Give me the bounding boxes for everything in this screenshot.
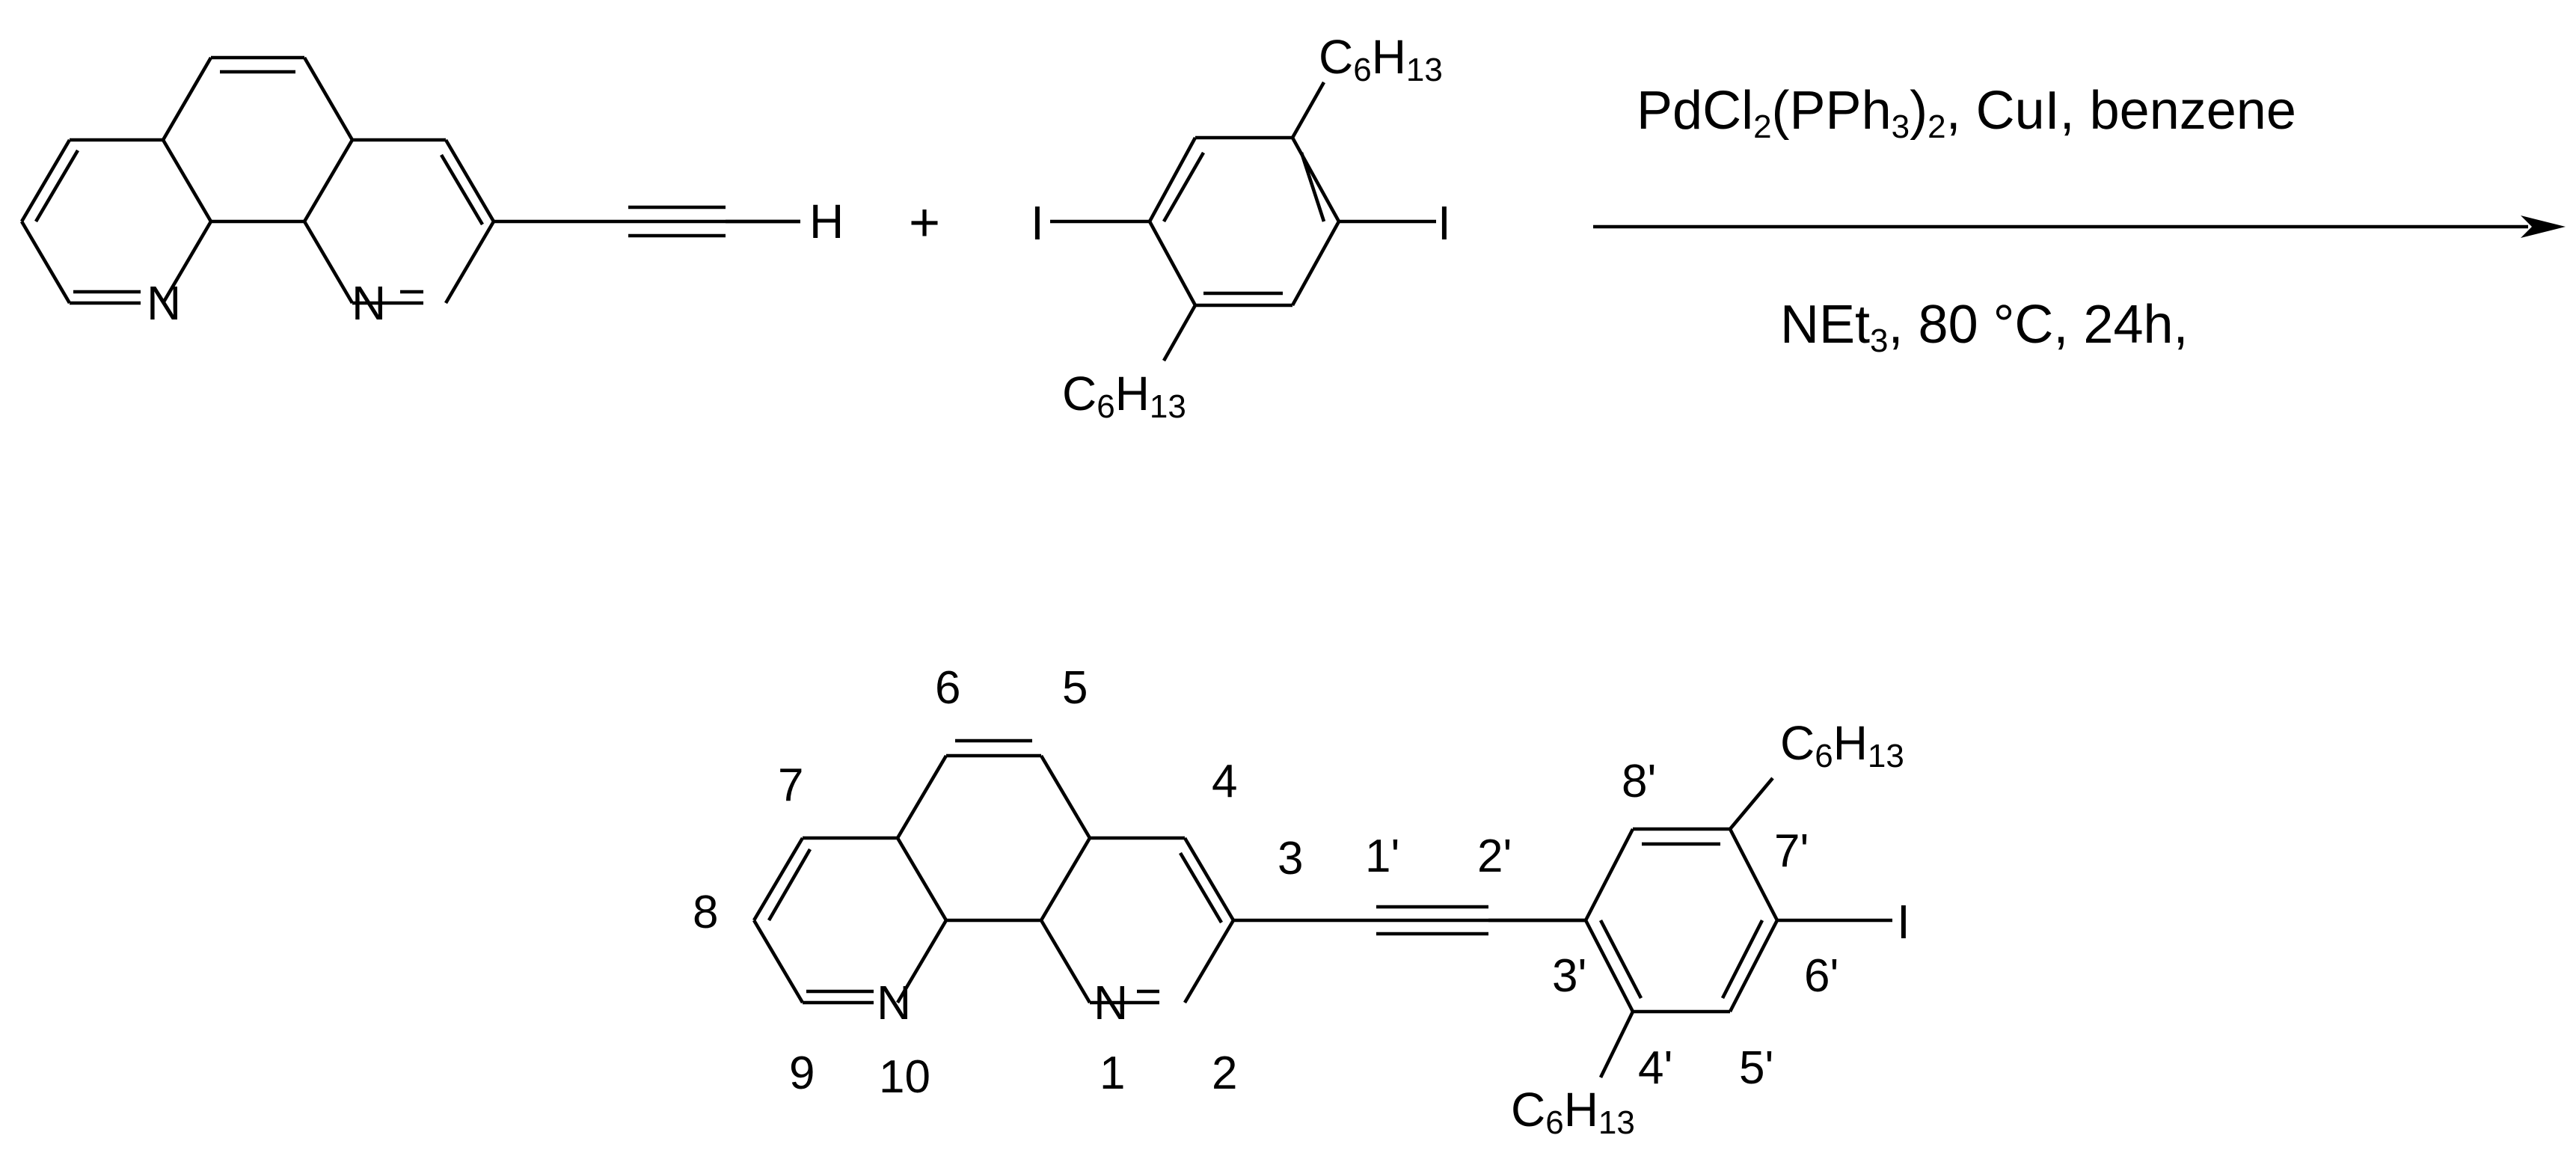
position-label-8: 8 [693,887,718,938]
position-label-2-prime: 2' [1477,831,1512,882]
position-label-3: 3 [1278,833,1303,884]
position-label-7: 7 [778,759,803,811]
position-label-4-prime: 4' [1638,1042,1672,1094]
plus-sign: + [909,193,940,253]
iodine-atom-label: I [1031,196,1044,250]
position-label-7-prime: 7' [1774,825,1809,877]
position-label-5: 5 [1062,662,1088,714]
iodine-atom-label: I [1438,196,1451,250]
nitrogen-atom-label: N [877,976,911,1030]
arrow-head [2521,215,2566,238]
position-label-6-prime: 6' [1804,950,1839,1002]
position-label-2: 2 [1212,1048,1237,1099]
reaction-arrow [1593,215,2566,238]
position-label-3-prime: 3' [1552,950,1586,1002]
nitrogen-atom-label: N [147,276,181,330]
hexyl-group-label: C6H13 [1780,716,1904,774]
product-molecule: N N I C6H13 C6H13 1 2 3 4 5 6 7 8 9 10 1… [693,662,1910,1141]
position-label-1-prime: 1' [1365,831,1399,882]
hexyl-group-label: C6H13 [1062,367,1186,425]
position-label-5-prime: 5' [1739,1042,1773,1094]
nitrogen-atom-label: N [352,276,386,330]
hexyl-group-label: C6H13 [1319,30,1443,88]
position-label-9: 9 [789,1048,815,1099]
hexyl-group-label: C6H13 [1511,1083,1635,1141]
reagents-above-arrow: PdCl2(PPh3)2, CuI, benzene [1637,81,2296,145]
position-label-10: 10 [879,1051,930,1103]
reactant-dihexyl-diiodobenzene: I I C6H13 C6H13 [1031,30,1451,425]
hydrogen-atom-label: H [809,195,844,248]
iodine-atom-label: I [1897,895,1910,949]
nitrogen-atom-label: N [1094,976,1128,1030]
position-label-8-prime: 8' [1622,756,1656,807]
conditions-below-arrow: NEt3, 80 °C, 24h, [1780,295,2189,359]
position-label-4: 4 [1212,756,1237,807]
reactant-ethynyl-phenanthroline: N N H [20,55,844,330]
position-label-6: 6 [935,662,960,714]
position-label-1: 1 [1100,1048,1125,1099]
